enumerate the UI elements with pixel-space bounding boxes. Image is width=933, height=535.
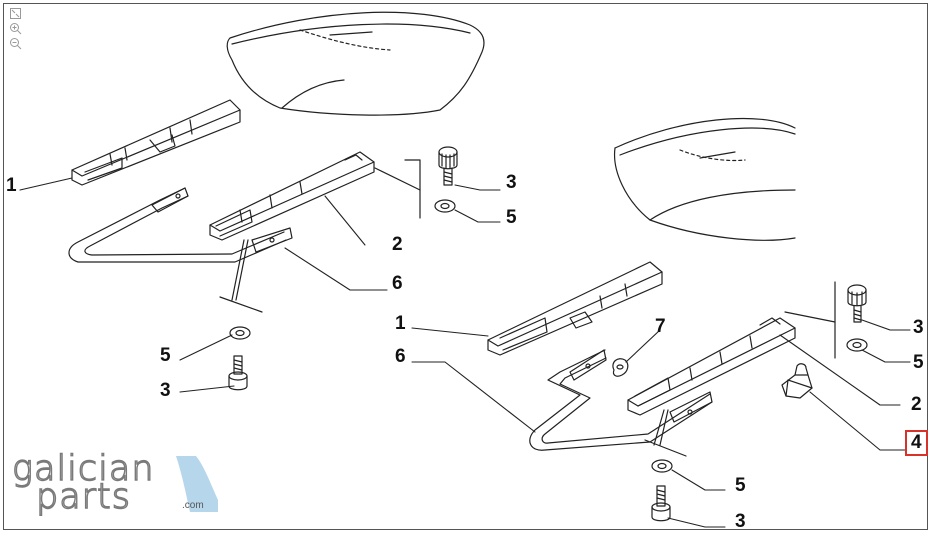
seat-cushion-right (613, 117, 796, 241)
washer-bottom (651, 459, 673, 473)
galicianparts-logo: galician parts .com (11, 449, 218, 518)
callout-3-top: 3 (506, 172, 517, 193)
bar-right (529, 349, 713, 457)
logo-text-line2: parts (35, 477, 132, 517)
callout-7: 7 (655, 316, 666, 337)
bar-left (68, 187, 293, 313)
screw-left (228, 355, 248, 391)
callout-6-right: 6 (395, 346, 406, 367)
screw-top-left (438, 146, 458, 186)
callout-4-highlighted[interactable]: 4 (905, 430, 928, 456)
logo-text-line1: galician (11, 449, 155, 489)
callout-3-bottom: 3 (735, 511, 746, 532)
washer-top-left (434, 199, 456, 213)
callout-5-bottom: 5 (735, 475, 746, 496)
rail-left-lower (209, 151, 375, 241)
callout-3-left: 3 (160, 380, 171, 401)
callout-1-left: 1 (6, 175, 17, 196)
screw-bottom (651, 485, 671, 522)
callout-6-left: 6 (392, 273, 403, 294)
knob-part-4 (781, 363, 813, 399)
zoom-in-icon[interactable] (7, 21, 23, 35)
clip-part-7 (612, 358, 629, 377)
logo-domain: .com (182, 500, 204, 511)
rail-right-lower (627, 317, 796, 416)
washer-right-top (846, 338, 868, 352)
zoom-toolbar (7, 6, 25, 50)
callout-5-left: 5 (160, 345, 171, 366)
diagram-frame (3, 3, 928, 530)
rail-left-upper (71, 99, 241, 186)
callout-1-right: 1 (395, 313, 406, 334)
screw-right-top (847, 284, 867, 323)
washer-left (229, 326, 251, 340)
seat-cushion-left (226, 11, 485, 116)
callout-3-right-top: 3 (913, 317, 924, 338)
logo-accent-shape (176, 456, 218, 512)
callout-5-top: 5 (506, 207, 517, 228)
callout-2-left: 2 (392, 234, 403, 255)
callout-5-right-top: 5 (913, 352, 924, 373)
callout-2-right: 2 (911, 394, 922, 415)
rail-right-upper (487, 261, 663, 356)
fit-icon[interactable] (7, 6, 23, 20)
zoom-out-icon[interactable] (7, 36, 23, 50)
